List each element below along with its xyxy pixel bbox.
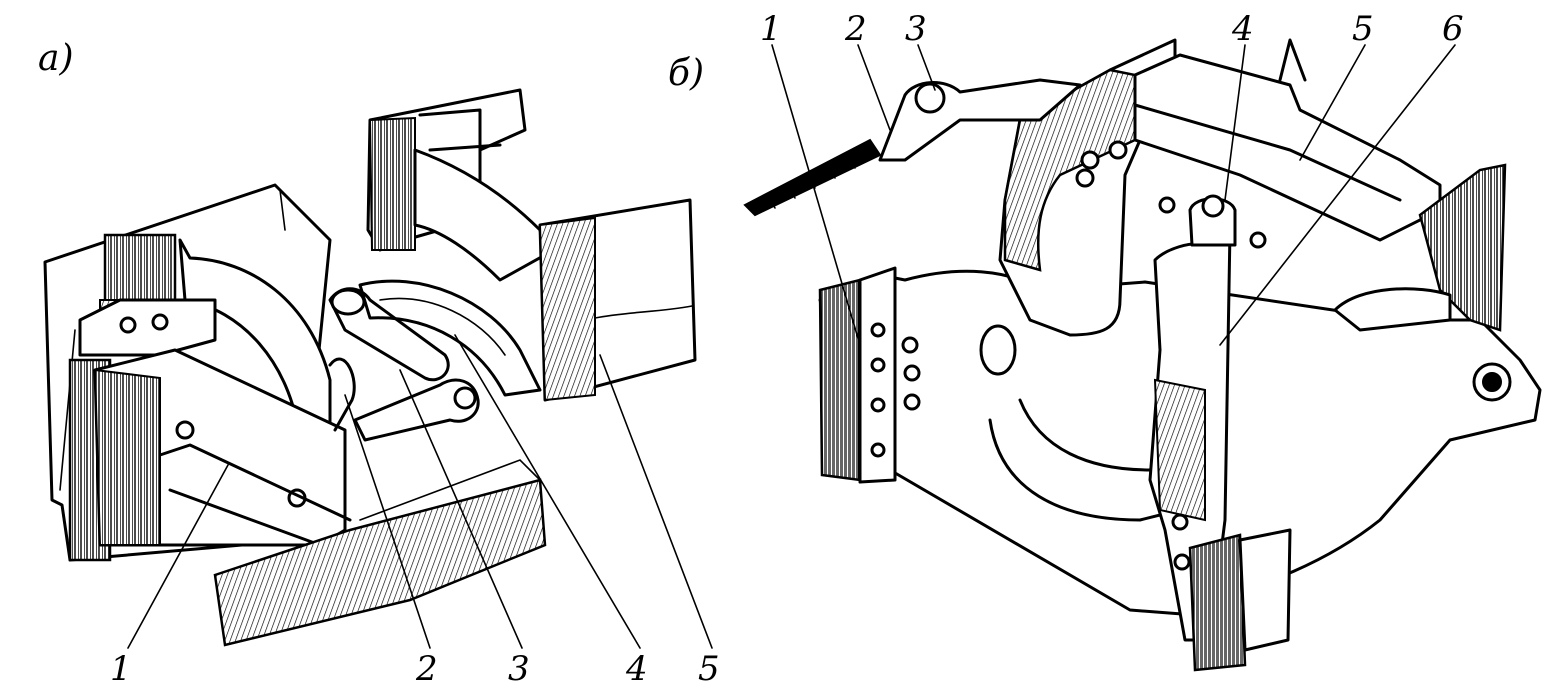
panel-b-label: б) xyxy=(668,53,704,94)
panel-b-callouts: 1 2 3 4 5 6 xyxy=(760,9,1464,346)
panel-b-callout-5: 5 xyxy=(1352,9,1374,49)
panel-a-drawing xyxy=(43,88,697,647)
panel-b-callout-4: 4 xyxy=(1231,9,1254,49)
panel-a-callout-3: 3 xyxy=(508,649,530,689)
panel-b-callout-3: 3 xyxy=(905,9,927,49)
panel-a-callout-5: 5 xyxy=(698,649,720,689)
panel-a-callout-2: 2 xyxy=(415,649,438,689)
panel-b-drawing xyxy=(743,38,1542,672)
panel-a-label: а) xyxy=(38,38,74,79)
panel-a-callout-4: 4 xyxy=(625,649,648,689)
panel-b-callout-6: 6 xyxy=(1442,9,1464,49)
panel-b-callout-2: 2 xyxy=(844,9,867,49)
panel-a-callouts: 1 2 3 4 5 xyxy=(110,334,720,689)
panel-a-callout-1: 1 xyxy=(110,649,132,689)
panel-b-callout-1: 1 xyxy=(760,9,782,49)
